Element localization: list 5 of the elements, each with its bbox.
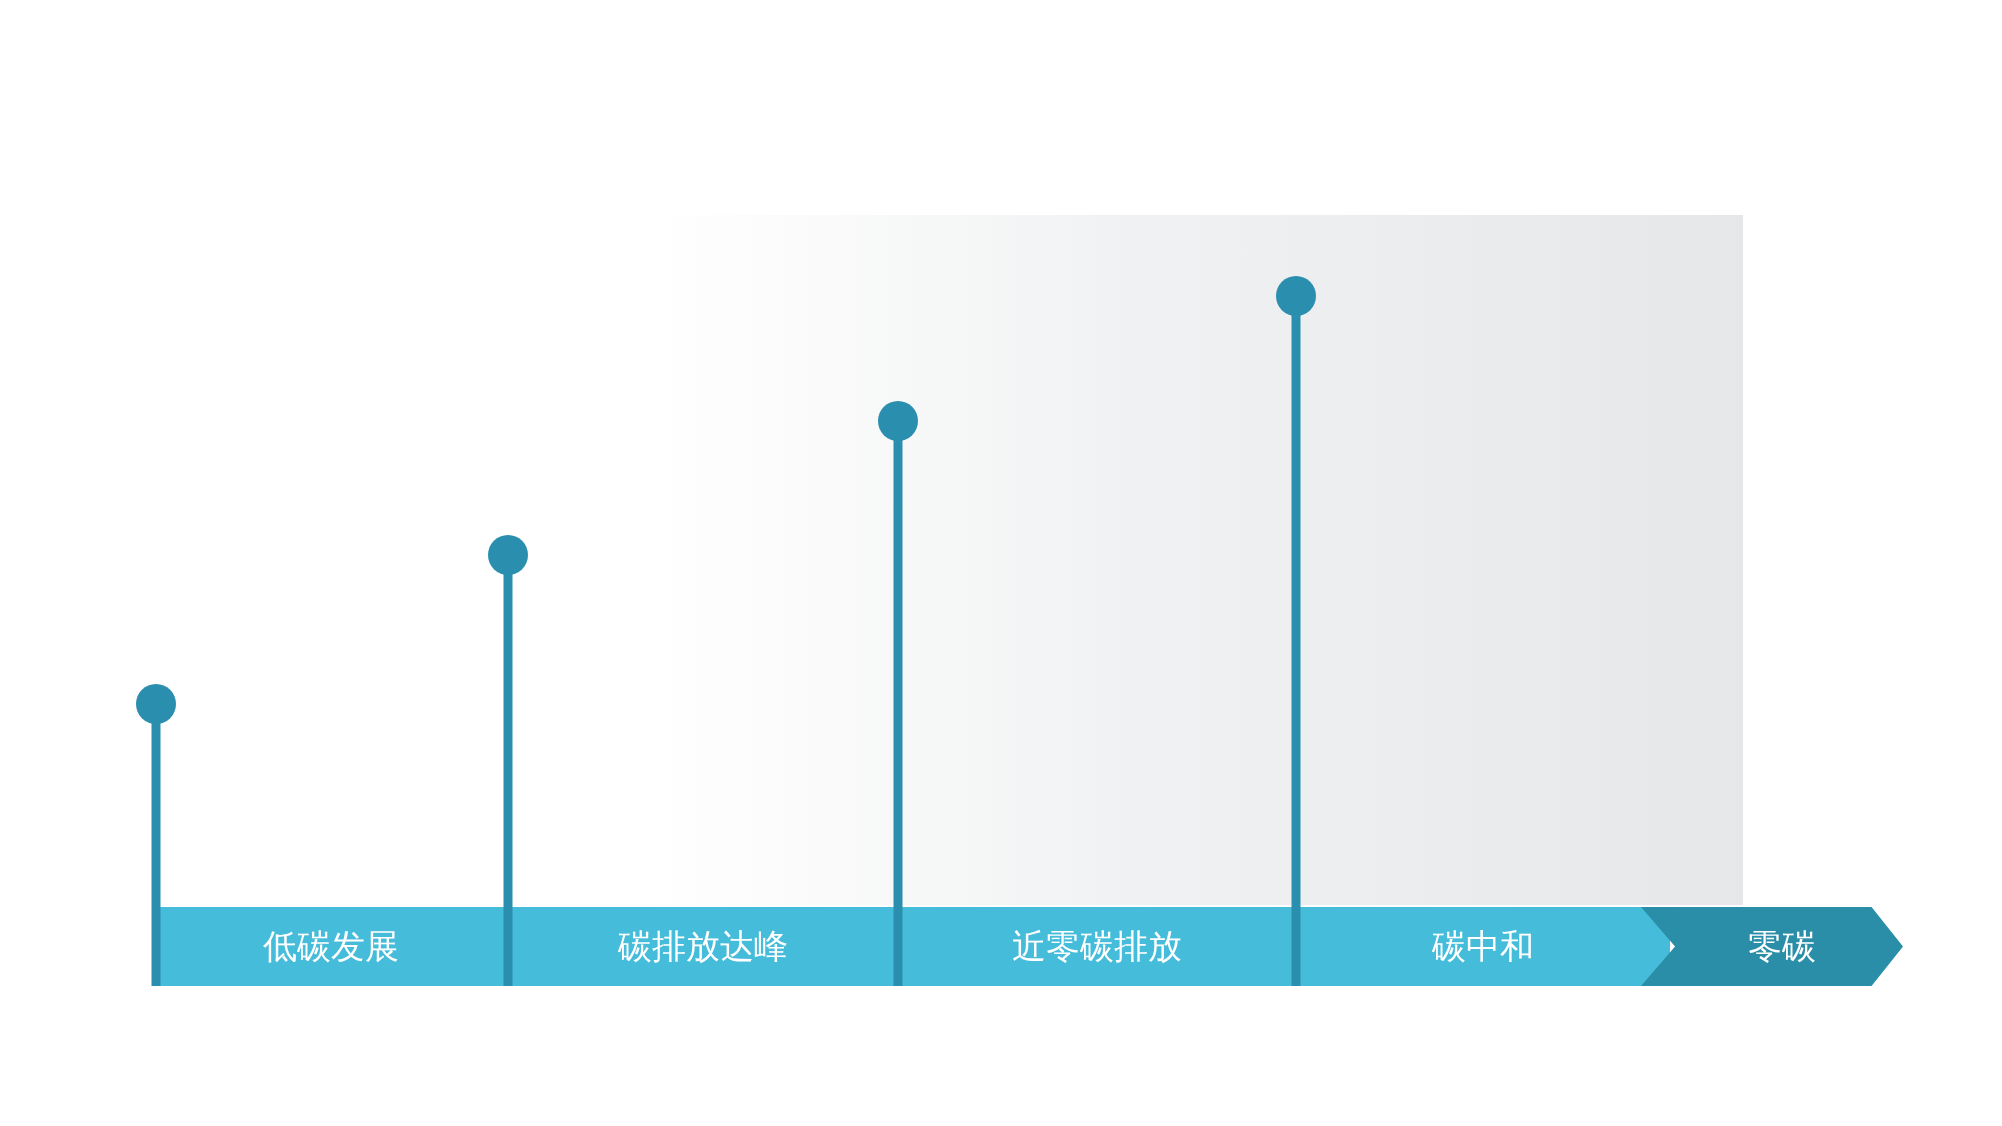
stage-label: 碳排放达峰 xyxy=(618,924,788,968)
stage-label: 碳中和 xyxy=(1432,924,1534,968)
stage-label: 近零碳排放 xyxy=(1012,924,1182,968)
stage-label: 低碳发展 xyxy=(262,924,399,968)
stage-label: 零碳 xyxy=(1748,924,1816,968)
